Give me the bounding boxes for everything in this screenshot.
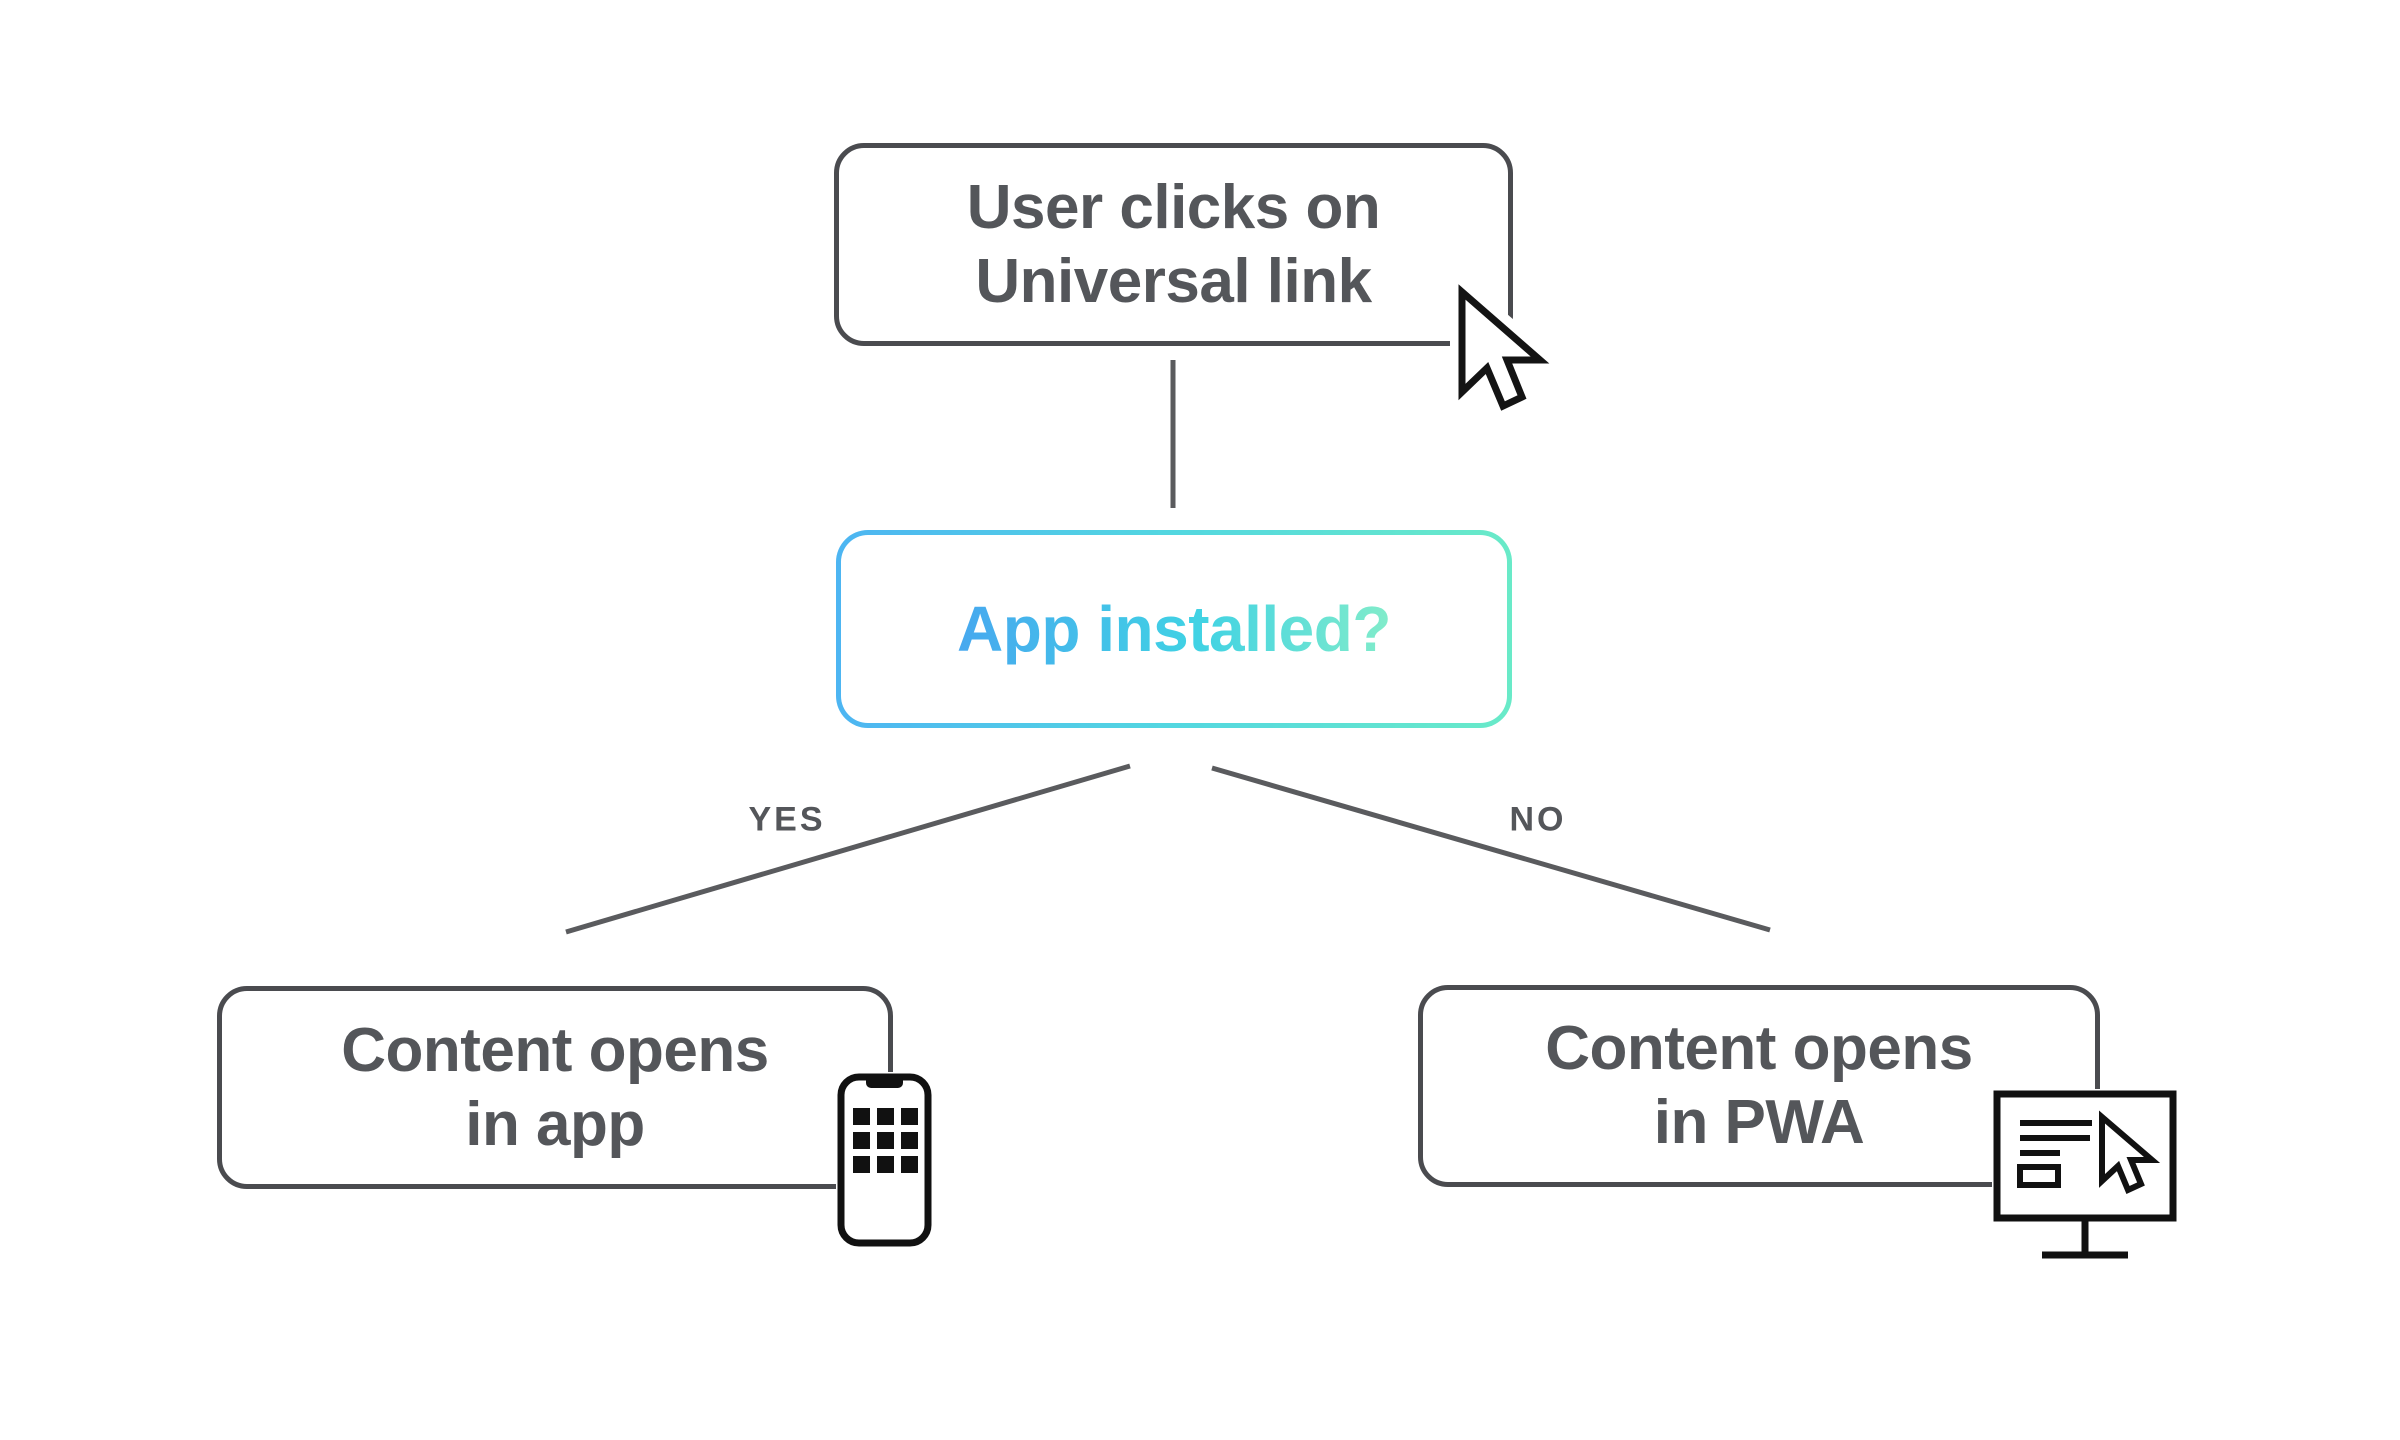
edge-label-no: NO [1509,800,1567,839]
cursor-arrow-on-screen [2099,1110,2161,1195]
edge-label-yes: YES [748,800,826,839]
edge-no-line [1211,765,1771,933]
node-app-label-line2: in app [465,1089,645,1159]
node-app-installed-inner: App installed? [841,535,1507,723]
node-start-label-line1: User clicks on [966,172,1381,242]
node-content-opens-in-pwa: Content opens in PWA [1418,985,2100,1187]
node-start-label-line2: Universal link [975,246,1372,316]
node-app-label-line1: Content opens [341,1015,769,1085]
node-decision-label: App installed? [957,593,1391,665]
node-user-clicks-universal-link: User clicks on Universal link [834,143,1513,346]
node-pwa-label-line2: in PWA [1653,1088,1865,1157]
node-app-installed: App installed? [836,530,1512,728]
smartphone-app-grid-icon [836,1072,936,1252]
app-grid-squares [853,1108,918,1173]
cursor-arrow-icon [1450,282,1550,422]
edge-yes-line [565,763,1131,935]
monitor-cursor-icon [1992,1089,2185,1265]
node-pwa-label-line1: Content opens [1545,1014,1973,1083]
node-content-opens-in-app: Content opens in app [217,986,893,1189]
